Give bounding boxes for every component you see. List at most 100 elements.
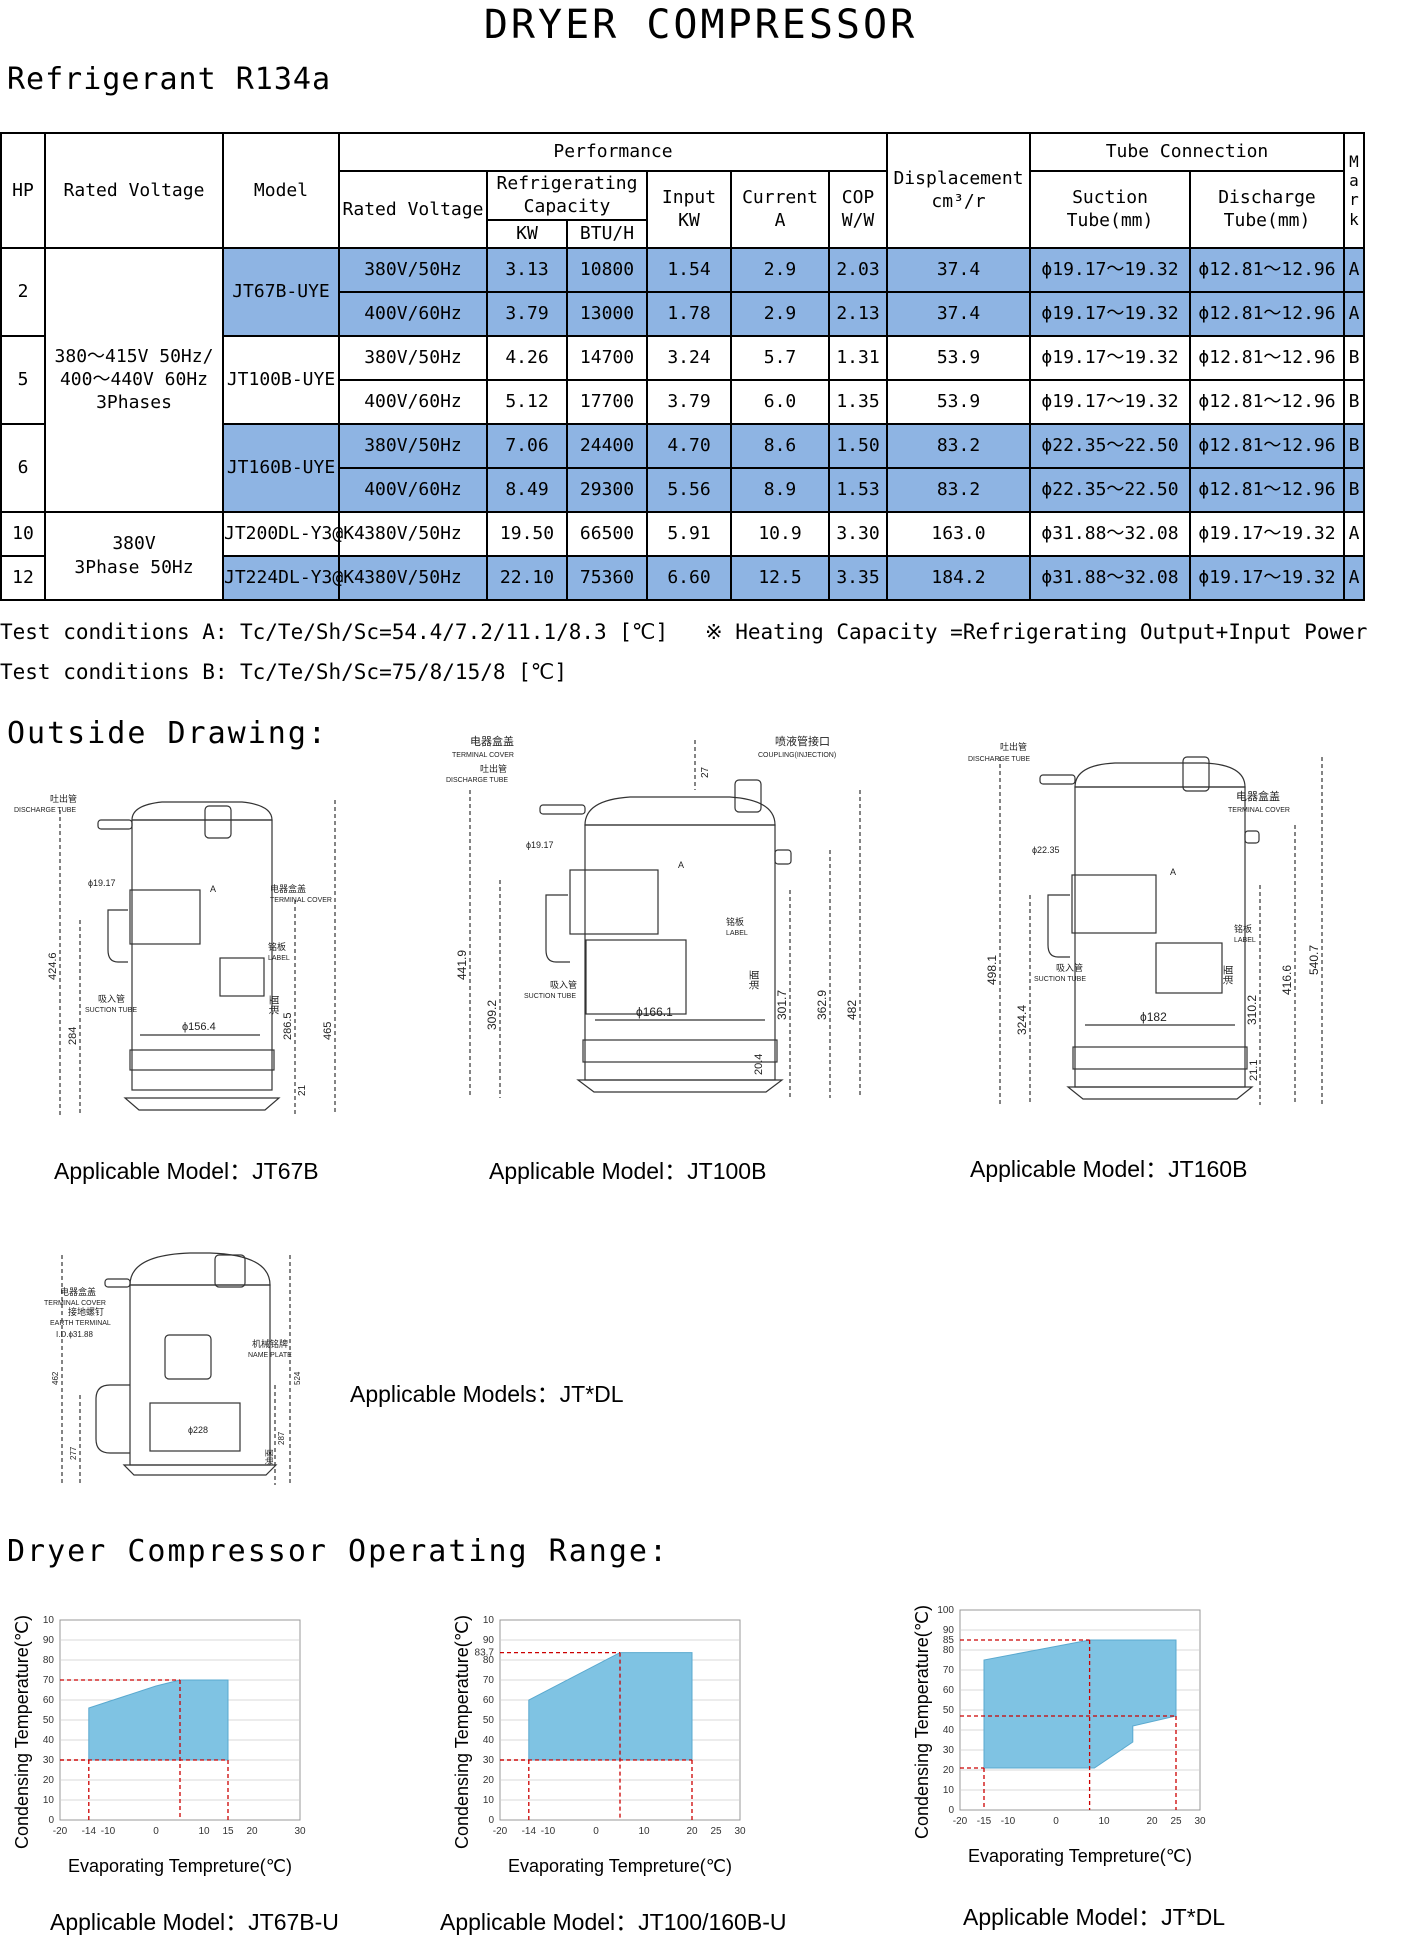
y-tick-label: 20 (943, 1765, 955, 1776)
header-discharge: Discharge Tube(mm) (1189, 170, 1345, 249)
x-axis-title: Evaporating Tempreture(℃) (68, 1856, 292, 1876)
dim-top: 27 (700, 766, 711, 778)
input-cell: 5.56 (646, 466, 732, 513)
y-tick-label: 80 (43, 1655, 55, 1666)
model-cell: JT200DL-Y3@K4 (222, 510, 365, 557)
btuh-cell: 13000 (566, 290, 648, 337)
dim-oil: 油面 (1222, 965, 1235, 985)
cop-cell: 3.30 (828, 510, 888, 557)
discharge-cell: ϕ12.81～12.96 (1189, 378, 1345, 425)
header-btuh: BTU/H (566, 218, 648, 249)
dim-d6: 20.4 (753, 1054, 765, 1075)
cop-cell: 3.35 (828, 554, 888, 601)
drawing-caption-jtdl: Applicable Models：JT*DL (350, 1381, 624, 1407)
input-cell: 6.60 (646, 554, 732, 601)
label-terminal-cn: 电器盒盖 (270, 883, 306, 894)
kw-cell: 3.13 (486, 246, 568, 293)
y-tick-label: 10 (943, 1785, 955, 1796)
suction-cell: ϕ19.17～19.32 (1029, 378, 1191, 425)
dim-d3: 310.2 (1245, 995, 1259, 1025)
mark-cell: A (1343, 554, 1365, 601)
dim-d3: 286.5 (282, 1012, 294, 1040)
rated-voltage-line: 400～440V 60Hz (59, 369, 209, 391)
y-tick-label: 10 (483, 1615, 495, 1626)
y-tick-label: 85 (943, 1635, 955, 1646)
kw-cell: 3.79 (486, 290, 568, 337)
mark-cell: B (1343, 334, 1365, 381)
x-tick-label: 10 (198, 1826, 210, 1837)
input-cell: 1.54 (646, 246, 732, 293)
top-fitting (214, 1254, 246, 1288)
label-name-cn: 机械铭牌 (252, 1338, 288, 1349)
y-tick-label: 30 (943, 1745, 955, 1756)
label-terminal-en: TERMINAL COVER (44, 1300, 106, 1307)
label-earth-en: EARTH TERMINAL (50, 1320, 111, 1327)
btuh-cell: 14700 (566, 334, 648, 381)
side-fitting (1244, 830, 1260, 844)
mark-cell: A (1343, 246, 1365, 293)
outline-drawing-jt100b: 电器盒盖 TERMINAL COVER 吐出管 DISCHARGE TUBE 喷… (446, 734, 861, 1098)
y-tick-label: 0 (48, 1815, 54, 1826)
current-cell: 10.9 (730, 510, 830, 557)
dim-d4: 416.6 (1280, 965, 1294, 995)
label-a: A (678, 860, 684, 870)
suction-cell: ϕ31.88～32.08 (1029, 554, 1191, 601)
displacement-cell: 83.2 (886, 422, 1031, 469)
outline-drawing-jt160b: 吐出管 DISCHARGE TUBE 电器盒盖 TERMINAL COVER 铭… (968, 741, 1323, 1105)
rated-voltage-line: 380～415V 50Hz/ (54, 345, 214, 367)
current-cell: 5.7 (730, 334, 830, 381)
hp-cell: 6 (0, 422, 46, 513)
voltage-cell: 400V/60Hz (338, 378, 488, 425)
x-tick-label: -14 (522, 1826, 537, 1837)
x-tick-label: 0 (153, 1826, 159, 1837)
cop-cell: 2.03 (828, 246, 888, 293)
y-tick-label: 80 (483, 1655, 495, 1666)
cop-cell: 1.31 (828, 334, 888, 381)
label-label-en: LABEL (268, 955, 290, 962)
header-rated-voltage: Rated Voltage (44, 132, 224, 249)
discharge-cell: ϕ12.81～12.96 (1189, 246, 1345, 293)
header-hp: HP (0, 132, 46, 249)
label-label-cn: 铭板 (1234, 923, 1252, 934)
y-tick-label: 30 (483, 1755, 495, 1766)
chart-caption-jtdl: Applicable Model：JT*DL (963, 1904, 1226, 1930)
header-kw: KW (486, 218, 568, 249)
x-tick-label: 30 (734, 1826, 746, 1837)
suction-tube (1047, 894, 1070, 958)
label-discharge-en: DISCHARGE TUBE (14, 807, 76, 814)
label-coupling-cn: 喷液管接口 (775, 734, 830, 748)
cop-cell: 1.53 (828, 466, 888, 513)
discharge-tube (97, 819, 133, 830)
dim-d4: 362.9 (815, 990, 829, 1020)
model-cell: JT100B-UYE (222, 334, 340, 425)
discharge-cell: ϕ12.81～12.96 (1189, 290, 1345, 337)
y-tick-label: 40 (943, 1725, 955, 1736)
suction-tube (107, 909, 128, 963)
dim-oil: 油面 (268, 995, 281, 1015)
x-tick-label: -10 (101, 1826, 116, 1837)
x-tick-label: -10 (1001, 1816, 1016, 1827)
y-tick-label: 50 (483, 1715, 495, 1726)
input-cell: 5.91 (646, 510, 732, 557)
header-refrigerating-capacity: Refrigerating Capacity (486, 170, 648, 221)
dim-diameter: ϕ166.1 (636, 1005, 673, 1019)
displacement-cell: 163.0 (886, 510, 1031, 557)
voltage-cell: 400V/60Hz (338, 290, 488, 337)
voltage-cell: 380V/50Hz (338, 422, 488, 469)
y-tick-label: 0 (948, 1805, 954, 1816)
y-tick-label: 10 (43, 1795, 55, 1806)
kw-cell: 4.26 (486, 334, 568, 381)
compressor-foot (576, 1079, 784, 1093)
mark-cell: A (1343, 290, 1365, 337)
dim-diameter: ϕ228 (188, 1425, 208, 1435)
outline-drawing-jtdl: 电器盒盖 TERMINAL COVER 接地螺钉 EARTH TERMINAL … (44, 1252, 302, 1485)
x-axis-title: Evaporating Tempreture(℃) (968, 1846, 1192, 1866)
rated-voltage-line: 3Phases (96, 392, 172, 414)
voltage-cell: 380V/50Hz (338, 510, 488, 557)
